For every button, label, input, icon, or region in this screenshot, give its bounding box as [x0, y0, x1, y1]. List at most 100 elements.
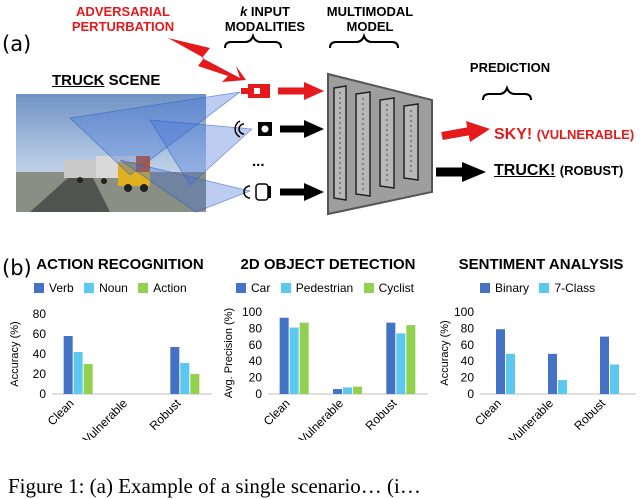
prediction-robust: TRUCK! (ROBUST) [494, 162, 623, 180]
x-tick-label-clean: Clean [45, 396, 77, 428]
x-tick-label-robust: Robust [147, 396, 184, 433]
multimodal-model-label: MULTIMODAL MODEL [315, 4, 425, 34]
y-tick-label: 100 [454, 305, 474, 319]
bar-noun-robust [180, 363, 190, 394]
bar-pedestrian-clean [289, 327, 299, 394]
x-tick-label-vulnerable: Vulnerable [80, 396, 130, 440]
prediction-vulnerable: SKY! (VULNERABLE) [494, 126, 634, 144]
adversarial-line1: ADVERSARIAL [76, 4, 170, 19]
scene-word: SCENE [104, 72, 161, 89]
y-tick-label: 20 [461, 371, 475, 385]
x-tick-label-robust: Robust [363, 396, 400, 433]
y-tick-label: 20 [33, 367, 47, 381]
k-symbol: k [240, 4, 248, 19]
x-tick-label-clean: Clean [472, 396, 504, 428]
bar-car-clean [279, 317, 289, 394]
brace-model [329, 32, 399, 49]
legend-label-noun: Noun [99, 281, 128, 295]
bar-cyclist-robust [406, 325, 416, 394]
truck-scene-label: TRUCK SCENE [52, 72, 160, 89]
y-tick-label: 80 [33, 307, 47, 321]
y-tick-label: 20 [249, 371, 263, 385]
legend-item-binary: Binary [480, 281, 529, 295]
y-tick-label: 40 [461, 354, 475, 368]
legend-item-7class: 7-Class [539, 281, 595, 295]
legend-label-binary: Binary [495, 281, 530, 295]
swatch-cyclist [363, 283, 374, 293]
y-axis-label: Avg. Precision (%) [223, 308, 235, 398]
swatch-verb [34, 283, 44, 293]
y-tick-label: 60 [33, 327, 47, 341]
legend-item-cyclist: Cyclist [363, 281, 414, 295]
prediction-label: PREDICTION [469, 60, 551, 75]
legend-label-pedestrian: Pedestrian [295, 281, 354, 295]
sensor-beams [69, 91, 253, 213]
legend-label-7class: 7-Class [554, 281, 596, 295]
input-word: INPUT [250, 4, 290, 19]
y-tick-label: 60 [249, 338, 263, 352]
adversarial-line2: PERTURBATION [71, 19, 175, 34]
bar-cyclist-clean [299, 322, 309, 394]
truck-scene-image [16, 94, 206, 212]
brace-prediction [482, 84, 532, 101]
bar-action-clean [83, 364, 93, 394]
chart-title-object-detection: 2D OBJECT DETECTION [240, 256, 416, 273]
y-axis-label: Accuracy (%) [439, 320, 451, 385]
truck-word: TRUCK [52, 72, 105, 89]
bar-action-robust [190, 374, 200, 394]
x-tick-label-vulnerable: Vulnerable [296, 396, 346, 440]
legend-label-verb: Verb [49, 281, 74, 295]
bar-pedestrian-vulnerable [343, 387, 352, 394]
legend-label-action: Action [153, 281, 187, 295]
bar-binary-robust [600, 336, 609, 394]
figure-caption: Figure 1: (a) Example of a single scenar… [8, 474, 421, 498]
chart-title-sentiment-analysis: SENTIMENT ANALYSIS [458, 256, 624, 273]
y-tick-label: 0 [467, 387, 474, 401]
brace-input [224, 32, 282, 49]
input-line2: MODALITIES [224, 19, 306, 34]
x-tick-label-vulnerable: Vulnerable [506, 396, 556, 440]
bar-car-robust [386, 322, 396, 394]
legend-item-action: Action [138, 281, 187, 295]
legend-label-cyclist: Cyclist [378, 281, 414, 295]
panel-a-label: (a) [2, 32, 32, 56]
modality-camera [241, 82, 324, 100]
swatch-noun [84, 283, 95, 293]
pred-robust-tag: (ROBUST) [559, 163, 624, 178]
legend-action-recognition: Verb Noun Action [34, 280, 214, 298]
swatch-car [236, 283, 246, 293]
y-axis-label: Accuracy (%) [9, 321, 21, 386]
x-tick-label-clean: Clean [261, 396, 293, 428]
bar-cyclist-vulnerable [353, 386, 362, 394]
modality-radar [234, 120, 324, 138]
modality-lidar [243, 183, 324, 201]
input-line1: k INPUT [210, 4, 320, 19]
swatch-action [138, 283, 149, 293]
multimodal-model-shape [327, 72, 433, 216]
legend-label-car: Car [251, 281, 271, 295]
bar-car-vulnerable [333, 389, 342, 394]
swatch-pedestrian [280, 283, 291, 293]
modalities-ellipsis: ... [252, 153, 265, 170]
pred-truck: TRUCK! [494, 162, 556, 179]
bar-binary-clean [496, 329, 505, 394]
input-modalities-label: k INPUT MODALITIES [210, 4, 320, 34]
pred-sky: SKY! [494, 126, 533, 143]
diagram-graphics: ... [16, 32, 532, 216]
bar-pedestrian-robust [396, 333, 406, 394]
adversarial-perturbation-label: ADVERSARIAL PERTURBATION [58, 4, 188, 34]
chart-title-action-recognition: ACTION RECOGNITION [36, 256, 204, 273]
panel-b-label: (b) [2, 256, 32, 280]
legend-item-noun: Noun [84, 281, 128, 295]
lightning-bolt [168, 38, 246, 82]
y-tick-label: 80 [461, 321, 475, 335]
multimodal-line2: MODEL [346, 19, 394, 34]
swatch-binary [480, 283, 490, 293]
y-tick-label: 40 [249, 354, 263, 368]
pred-vulnerable-tag: (VULNERABLE) [536, 127, 635, 142]
bar-7-class-vulnerable [558, 380, 567, 394]
y-tick-label: 40 [33, 347, 47, 361]
y-tick-label: 100 [242, 305, 262, 319]
